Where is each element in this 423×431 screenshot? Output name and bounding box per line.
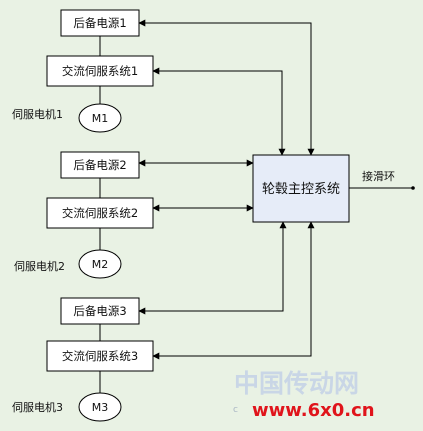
servo-system-label-1: 交流伺服系统1 [62, 64, 138, 78]
unit-3: 后备电源3 交流伺服系统3 M3 伺服电机3 [12, 297, 154, 422]
motor-2 [78, 249, 122, 279]
watermark-small: c [233, 405, 238, 415]
backup-power-label-2: 后备电源2 [73, 158, 126, 172]
servo-motor-caption-1: 伺服电机1 [12, 107, 63, 121]
motor-1 [78, 103, 122, 133]
backup-power-box-2 [60, 151, 140, 179]
watermark-url: www.6x0.cn [252, 400, 375, 421]
slip-ring-terminal [411, 186, 415, 190]
servo-system-label-3: 交流伺服系统3 [62, 349, 138, 363]
backup-power-box-1 [60, 9, 140, 37]
slip-ring-label: 接滑环 [362, 170, 395, 183]
motor-3 [78, 392, 122, 422]
main-controller-label: 轮毂主控系统 [262, 182, 340, 197]
motor-label-1: M1 [92, 112, 109, 125]
servo-motor-caption-2: 伺服电机2 [14, 259, 65, 273]
servo-system-label-2: 交流伺服系统2 [62, 206, 138, 220]
servo-motor-caption-3: 伺服电机3 [12, 400, 63, 414]
link-servo3-controller [152, 221, 315, 360]
motor-label-3: M3 [92, 401, 109, 414]
unit-1: 后备电源1 交流伺服系统1 M1 伺服电机1 [12, 9, 154, 133]
link-power3-controller [138, 221, 287, 315]
backup-power-box-3 [60, 297, 140, 325]
link-power1-controller [138, 19, 315, 156]
servo-system-box-3 [46, 340, 154, 372]
backup-power-label-3: 后备电源3 [73, 304, 126, 318]
unit-2: 后备电源2 交流伺服系统2 M2 伺服电机2 [14, 151, 154, 279]
servo-system-box-1 [46, 55, 154, 87]
motor-label-2: M2 [92, 258, 109, 271]
backup-power-label-1: 后备电源1 [73, 16, 126, 30]
link-servo1-controller [152, 67, 286, 156]
watermark-text: 中国传动网 [234, 369, 359, 398]
